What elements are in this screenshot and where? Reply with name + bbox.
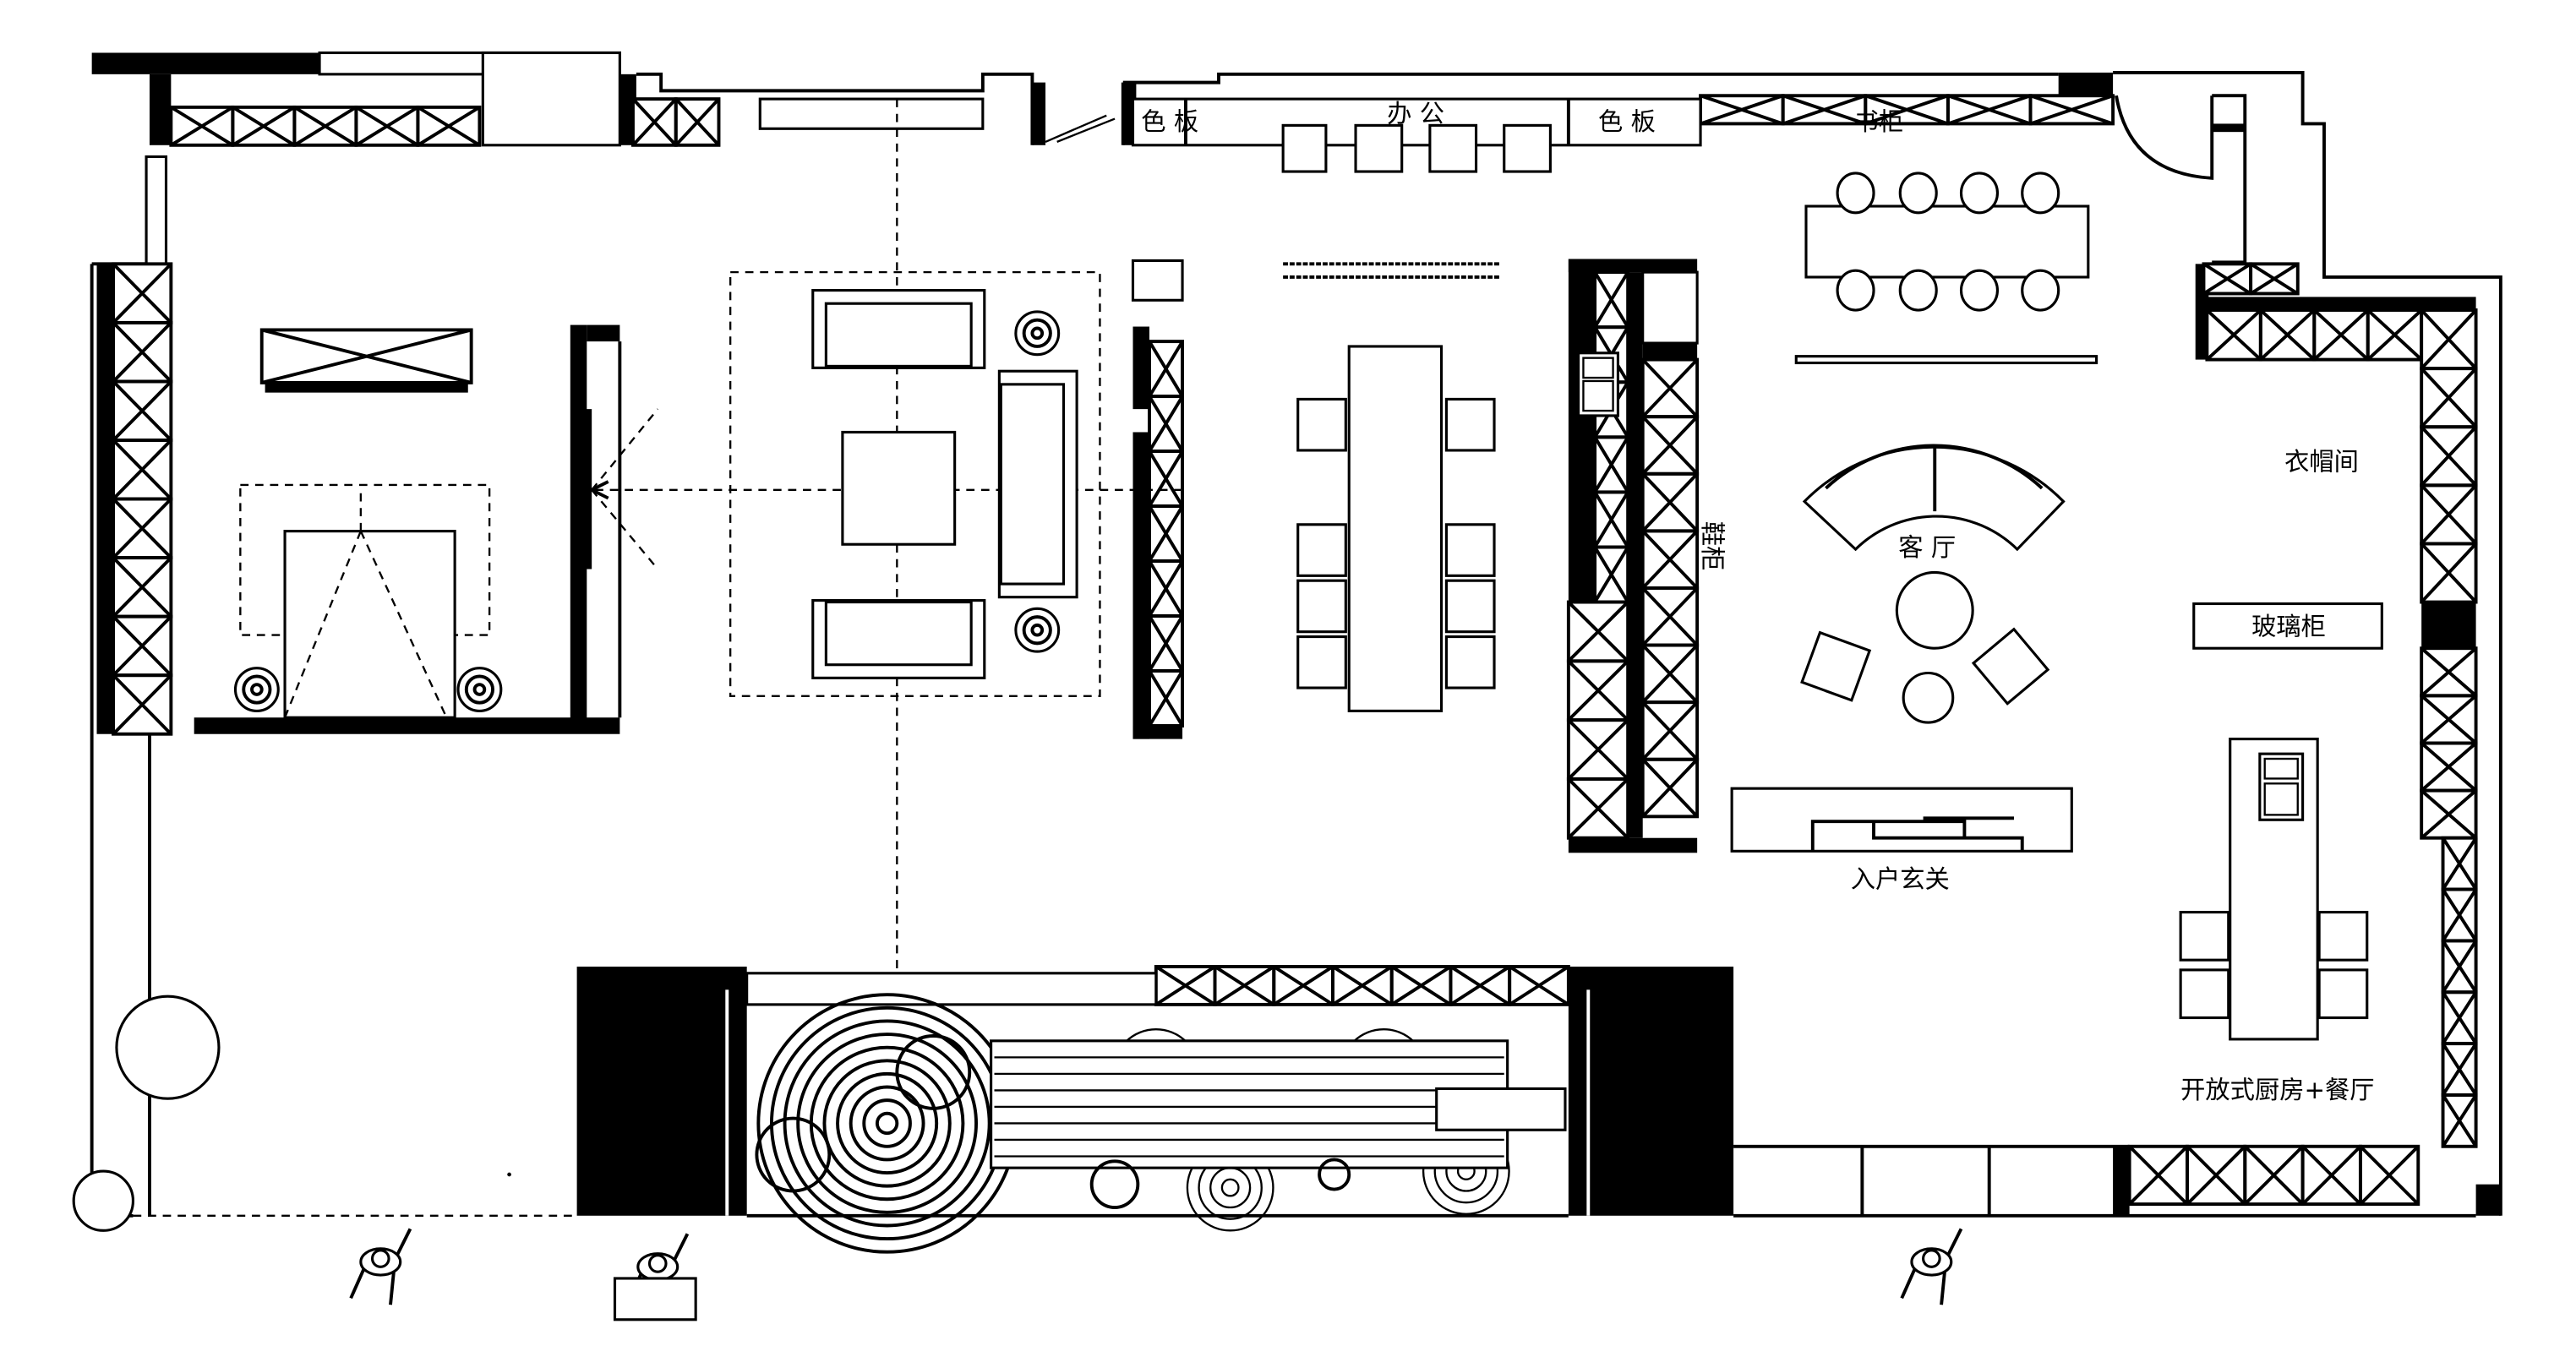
partition xyxy=(1131,259,1184,739)
label-bookcase: 书柜 xyxy=(1854,107,1904,136)
chair xyxy=(1296,579,1347,634)
label-shoe-cabinet: 鞋柜 xyxy=(1698,521,1727,571)
chair xyxy=(1444,579,1496,634)
cabinet xyxy=(1154,965,1570,1006)
floor-lamp-icon xyxy=(1014,310,1061,357)
sink-icon xyxy=(2258,752,2305,821)
shoe-cabinet: 鞋柜 xyxy=(1568,259,1727,853)
ripple xyxy=(1209,1166,1252,1209)
cabinet xyxy=(2420,646,2478,840)
cabinet xyxy=(169,105,482,147)
bedroom xyxy=(194,310,1061,734)
chair xyxy=(1296,397,1347,452)
ripple xyxy=(809,1045,965,1202)
cabinets xyxy=(112,94,2478,1207)
floor-lamp-icon xyxy=(456,667,503,712)
label-kitchen-dining: 开放式厨房+餐厅 xyxy=(2180,1076,2374,1104)
ripple xyxy=(862,1098,912,1148)
ripple xyxy=(836,1071,939,1174)
door-swing xyxy=(2115,95,2214,180)
chair xyxy=(1296,635,1347,689)
meeting-table xyxy=(1283,262,1499,712)
label-living-room: 客 厅 xyxy=(1898,533,1956,562)
ripple xyxy=(1220,1178,1240,1197)
person-icon xyxy=(349,1228,412,1305)
office-chair xyxy=(1354,123,1404,173)
window xyxy=(758,97,985,130)
window xyxy=(481,51,621,147)
cabinet xyxy=(112,262,173,736)
office-chair xyxy=(1281,123,1328,173)
courtyard xyxy=(576,966,1734,1254)
chair xyxy=(1898,172,1938,215)
cabinet xyxy=(1148,340,1185,727)
tree-icon xyxy=(72,1169,135,1232)
label-cloakroom: 衣帽间 xyxy=(2284,447,2359,476)
stool xyxy=(1902,671,1955,724)
glass-cabinet xyxy=(2192,602,2383,650)
cabinet xyxy=(2127,1144,2420,1207)
sink-icon xyxy=(1577,351,1620,417)
chair xyxy=(1296,523,1347,577)
chair xyxy=(1836,269,1875,312)
lounge-chair xyxy=(1971,627,2050,706)
cabinet xyxy=(1566,600,1630,840)
label-color-board-right: 色 板 xyxy=(1598,107,1656,136)
tree-icon xyxy=(115,995,221,1100)
cabinet xyxy=(2205,308,2424,362)
label-glass-cabinet: 玻璃柜 xyxy=(2251,613,2326,641)
ripple xyxy=(875,1111,899,1136)
ripple xyxy=(770,1005,1005,1241)
people xyxy=(349,1228,1963,1311)
round-table xyxy=(1895,570,1974,650)
ripple xyxy=(849,1085,925,1162)
ripple xyxy=(796,1033,978,1214)
living-room: 客 厅 xyxy=(1800,444,2066,724)
cabinet xyxy=(2202,262,2300,296)
chair xyxy=(1444,523,1496,577)
label-entrance: 入户玄关 xyxy=(1851,864,1950,893)
chair xyxy=(1959,172,2000,215)
office-chair xyxy=(1503,123,1552,173)
chair xyxy=(1836,172,1875,215)
label-color-board-left: 色 板 xyxy=(1141,107,1198,136)
lounge xyxy=(729,270,1101,698)
floor-lamp-icon xyxy=(1014,607,1061,653)
tv xyxy=(583,409,592,569)
chair xyxy=(1444,635,1496,689)
ripple xyxy=(783,1019,991,1228)
office-chair xyxy=(1428,123,1478,173)
chair xyxy=(1898,269,1938,312)
chair xyxy=(2021,172,2060,215)
cabinet xyxy=(1699,94,2115,126)
floor-lamp-icon xyxy=(233,667,280,712)
cabinet xyxy=(1593,270,1630,604)
cabinet xyxy=(2420,308,2478,604)
person-icon xyxy=(1900,1228,1963,1305)
bench xyxy=(990,1039,1509,1169)
chair xyxy=(1444,397,1496,452)
coffee-table xyxy=(841,430,957,546)
cabinet xyxy=(1640,357,1700,819)
kitchen-island xyxy=(2179,738,2369,1041)
cabinet xyxy=(2441,836,2478,1148)
bed xyxy=(283,530,456,719)
label-office: 办 公 xyxy=(1387,99,1444,128)
reception-desk xyxy=(613,1277,697,1321)
conference-table xyxy=(1794,172,2098,365)
chair xyxy=(1959,269,2000,312)
office-area: 色 板 办 公 色 板 xyxy=(1131,97,1702,173)
cabinet xyxy=(259,328,473,384)
cabinet xyxy=(631,97,721,147)
chair xyxy=(2021,269,2060,312)
entrance-cabinet: 入户玄关 xyxy=(1730,787,2073,893)
ripple xyxy=(822,1059,952,1188)
lounge-chair xyxy=(1800,630,1872,702)
